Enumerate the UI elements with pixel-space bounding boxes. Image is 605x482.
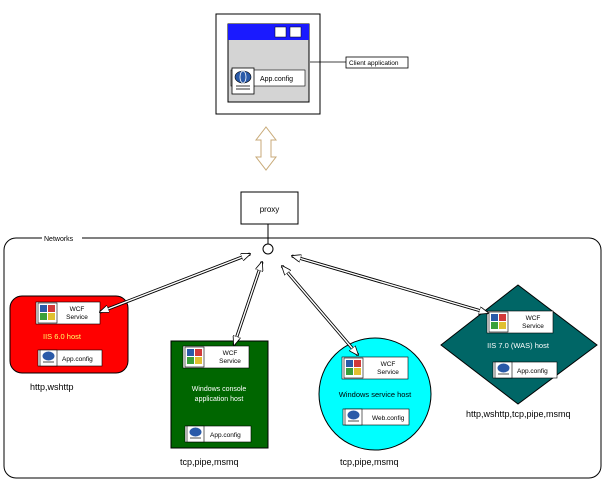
client-callout-box bbox=[345, 56, 409, 69]
arrow-proxy-iis7 bbox=[292, 256, 488, 313]
service-component-icon bbox=[184, 346, 205, 368]
iis7-config-label: App.config bbox=[517, 368, 548, 375]
globe-doc-icon bbox=[494, 361, 513, 379]
service-component-icon bbox=[488, 311, 509, 333]
globe-doc-icon bbox=[39, 349, 58, 367]
client-callout-label: Client application bbox=[349, 60, 399, 67]
globe-doc-icon bbox=[186, 425, 205, 443]
connection-arrows bbox=[100, 252, 488, 355]
client-proxy-connector-icon bbox=[254, 126, 278, 171]
service-component-icon bbox=[37, 302, 58, 324]
console-protocols: tcp,pipe,msmq bbox=[180, 457, 239, 467]
winservice-host-title: Windows service host bbox=[339, 390, 412, 399]
proxy-box bbox=[240, 191, 299, 225]
console-host-title-1: Windows console bbox=[192, 386, 247, 393]
proxy: proxy bbox=[240, 191, 299, 255]
winservice-host: WCF Service Windows service host Web.con… bbox=[318, 337, 432, 467]
network-boundary bbox=[3, 237, 602, 479]
proxy-label: proxy bbox=[260, 205, 280, 214]
client-config-label: App.config bbox=[260, 76, 293, 83]
config-doc-icon bbox=[344, 408, 363, 426]
console-host: WCF Service Windows console application … bbox=[170, 340, 269, 467]
winservice-service-label-1: WCF bbox=[381, 361, 396, 368]
iis7-service-label-1: WCF bbox=[526, 315, 541, 322]
iis6-protocols: http,wshttp bbox=[30, 382, 74, 392]
iis7-service-label-2: Service bbox=[522, 323, 544, 330]
console-host-title-2: application host bbox=[195, 396, 244, 403]
iis6-service-label-1: WCF bbox=[70, 306, 85, 313]
console-service-label-2: Service bbox=[219, 358, 241, 365]
iis7-protocols: http,wshttp,tcp,pipe,msmq bbox=[466, 409, 571, 419]
arrow-proxy-winservice bbox=[282, 266, 358, 355]
globe-doc-icon bbox=[231, 67, 255, 95]
client-application: App.config Client application bbox=[215, 13, 409, 115]
iis6-host-title: IIS 6.0 host bbox=[43, 332, 82, 341]
proxy-endpoint-icon bbox=[262, 243, 274, 255]
iis6-config-label: App.config bbox=[62, 356, 93, 363]
arrow-proxy-iis6 bbox=[100, 252, 250, 314]
iis7-host-title: IIS 7.0 (WAS) host bbox=[487, 341, 550, 350]
client-window-button-icon bbox=[274, 26, 287, 38]
winservice-config-label: Web.config bbox=[372, 415, 405, 422]
network-label: Networks bbox=[44, 236, 74, 243]
console-service-label-1: WCF bbox=[223, 350, 238, 357]
client-window-button-icon bbox=[289, 26, 302, 38]
winservice-protocols: tcp,pipe,msmq bbox=[340, 457, 399, 467]
iis6-service-label-2: Service bbox=[66, 314, 88, 321]
console-config-label: App.config bbox=[210, 432, 241, 439]
arrow-proxy-console bbox=[232, 262, 264, 345]
iis6-host: WCF Service IIS 6.0 host App.config http… bbox=[9, 295, 129, 392]
service-component-icon bbox=[343, 357, 364, 379]
winservice-service-label-2: Service bbox=[377, 369, 399, 376]
client-window-titlebar bbox=[228, 24, 309, 40]
